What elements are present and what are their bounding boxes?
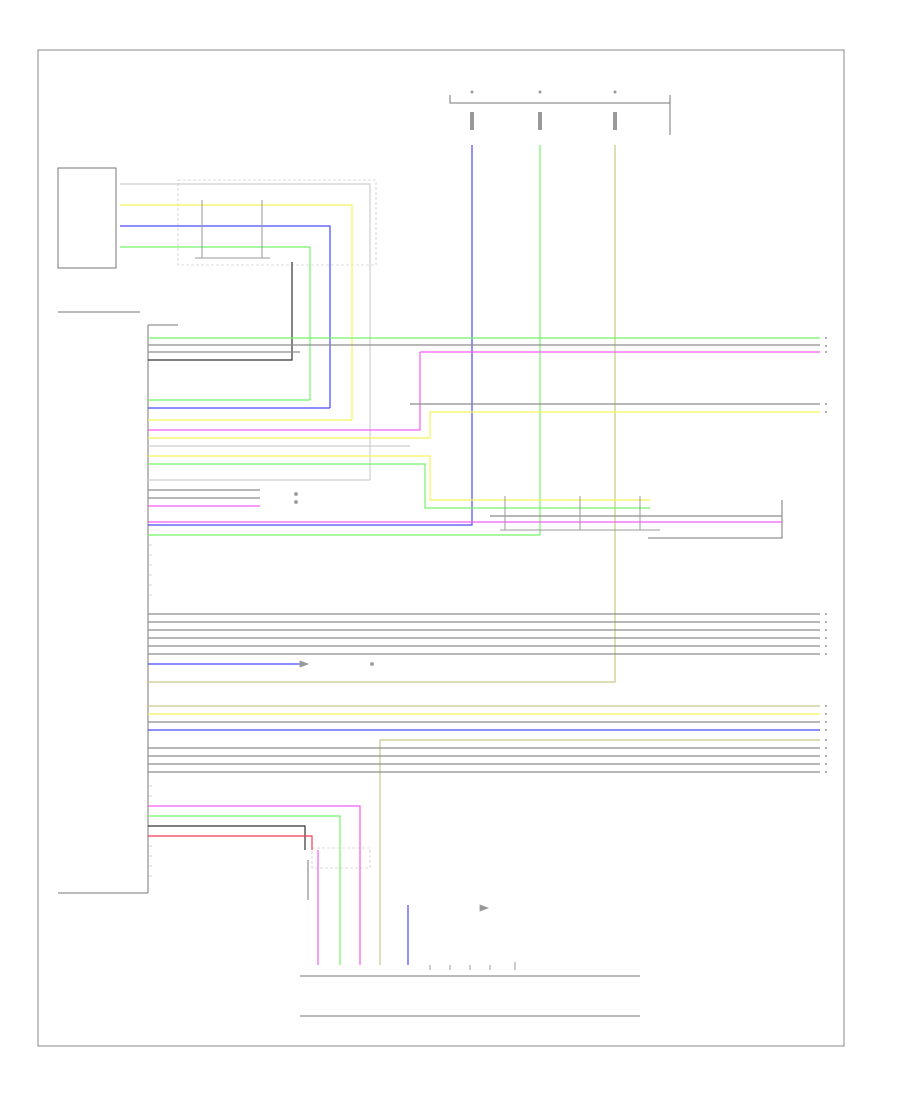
wire-blue-top xyxy=(120,225,331,408)
wire-green-h3 xyxy=(148,463,650,509)
bottom-module-outline xyxy=(300,975,640,1017)
harness-middle xyxy=(148,613,820,665)
wire-olive-fuse xyxy=(148,145,616,683)
fuse-feed-wires xyxy=(148,145,616,683)
speaker-wires xyxy=(120,183,371,480)
connector-box-upper xyxy=(177,179,377,266)
wire-green-top xyxy=(120,246,311,400)
speaker-connectors xyxy=(195,200,270,259)
harness-upper xyxy=(148,337,820,517)
main-module-outline xyxy=(147,324,178,893)
module-pin-ticks xyxy=(148,544,152,877)
wire-yellow-h3 xyxy=(148,455,650,501)
wire-gray-top xyxy=(120,183,371,480)
harness-bottom xyxy=(148,805,409,965)
bottom-module-pins xyxy=(429,962,516,970)
right-module-outline xyxy=(648,500,783,539)
inline-symbols xyxy=(294,492,490,912)
wire-magenta-h1 xyxy=(148,351,820,431)
fuse-block-outline xyxy=(449,95,671,135)
wire-green-b2 xyxy=(148,815,341,935)
wire-yellow-top xyxy=(120,204,353,420)
wire-ground-drop xyxy=(148,262,293,361)
wire-black-b3 xyxy=(148,825,306,850)
module-feed-wires xyxy=(148,262,370,481)
right-terminals xyxy=(825,337,827,773)
wire-olive-l5 xyxy=(379,739,820,935)
wire-green-fuse xyxy=(148,145,541,536)
connector-box-bottom xyxy=(311,847,371,869)
wire-red-b4 xyxy=(148,835,313,850)
fuse-symbols xyxy=(470,90,617,130)
wire-blue-fuse xyxy=(148,145,473,526)
wire-magenta-b1 xyxy=(148,805,361,935)
harness-lower xyxy=(148,705,820,935)
right-module-connectors xyxy=(500,496,660,531)
wire-yellow-h2 xyxy=(148,411,820,439)
speaker-module-box xyxy=(57,167,117,269)
diagram-frame xyxy=(37,49,845,1047)
